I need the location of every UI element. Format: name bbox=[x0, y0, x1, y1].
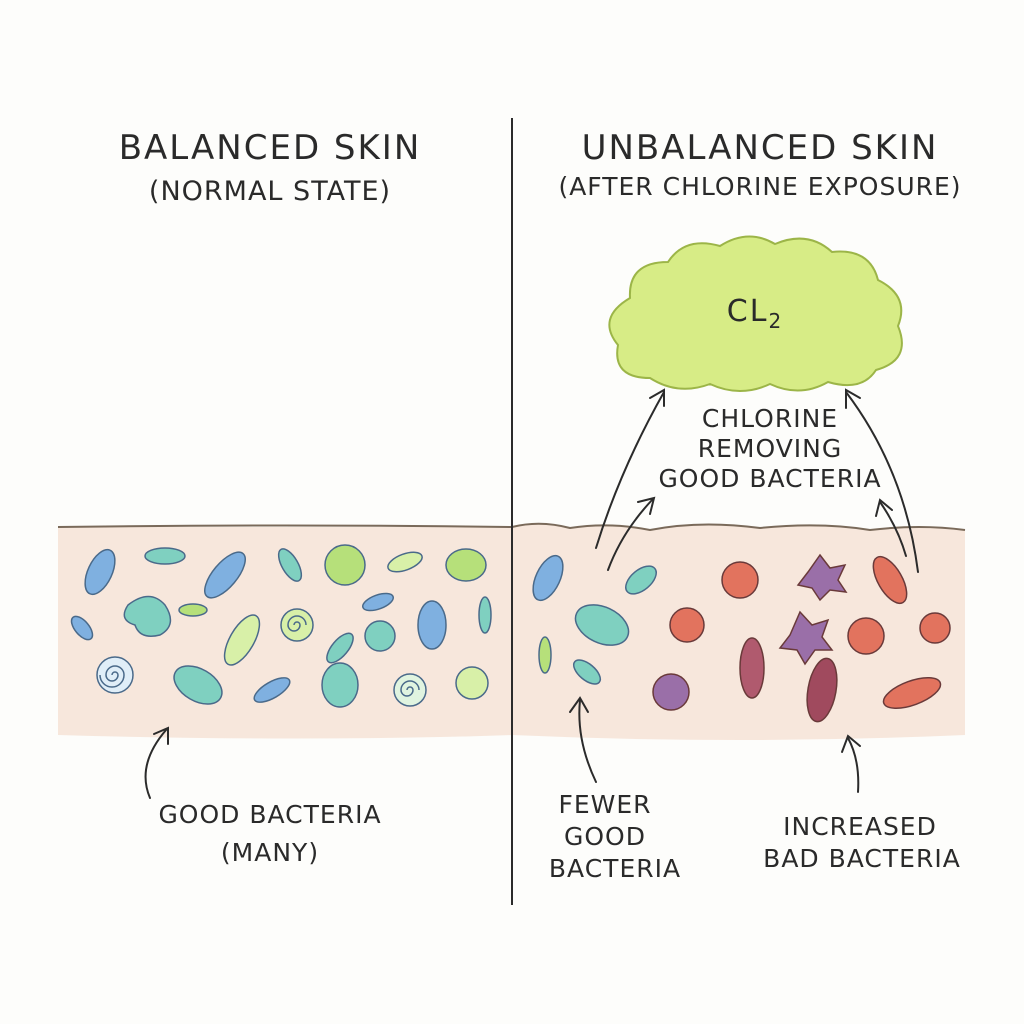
good-bacterium bbox=[96, 656, 134, 694]
fewer-good-label-line1: FEWER bbox=[558, 790, 652, 819]
good-bacterium bbox=[70, 615, 94, 641]
good-bacterium bbox=[625, 565, 657, 595]
good-bacterium bbox=[324, 544, 366, 586]
fewer-good-label-line3: BACTERIA bbox=[548, 854, 682, 883]
good-bacterium bbox=[387, 551, 423, 573]
good-bacteria-label-line1: GOOD BACTERIA bbox=[158, 800, 382, 829]
good-bacterium bbox=[455, 666, 489, 700]
bad-bacterium bbox=[806, 657, 838, 723]
bad-bacterium bbox=[669, 607, 705, 643]
good-bacterium bbox=[84, 548, 116, 596]
cloud-formula-subscript: 2 bbox=[768, 309, 784, 333]
bad-bacteria-label-line1: INCREASED bbox=[783, 812, 937, 841]
left-panel-title: BALANCED SKIN bbox=[118, 128, 422, 168]
arrow-up-left-short-head bbox=[637, 496, 656, 515]
good-bacterium bbox=[532, 554, 564, 602]
arrow-good-bacteria-head bbox=[153, 726, 169, 745]
bad-bacterium bbox=[778, 610, 834, 666]
good-bacterium bbox=[277, 548, 303, 582]
bad-bacteria-label-line2: BAD BACTERIA bbox=[763, 844, 961, 873]
good-bacteria-label-line2: (MANY) bbox=[220, 838, 320, 867]
good-bacterium bbox=[538, 636, 552, 674]
good-bacterium bbox=[280, 608, 314, 642]
arrow-up-right-short bbox=[879, 501, 907, 557]
arrow-up-right-long bbox=[845, 391, 919, 573]
left-panel-subtitle: (NORMAL STATE) bbox=[148, 176, 392, 207]
good-bacterium bbox=[572, 659, 602, 685]
arrow-fewer-good-head bbox=[569, 696, 589, 713]
right-panel-subtitle: (AFTER CHLORINE EXPOSURE) bbox=[558, 172, 962, 201]
good-bacterium bbox=[417, 600, 447, 650]
skin-surface-line-right bbox=[511, 522, 966, 532]
spiral-mark bbox=[400, 680, 420, 697]
chlorine-label-line3: GOOD BACTERIA bbox=[658, 464, 882, 493]
good-bacterium bbox=[144, 547, 186, 565]
good-bacterium bbox=[321, 662, 359, 708]
arrow-up-right-long-head bbox=[845, 388, 861, 409]
spiral-mark bbox=[99, 665, 125, 688]
bad-bacterium bbox=[919, 612, 951, 644]
good-bacterium bbox=[178, 603, 208, 617]
good-bacterium bbox=[204, 551, 246, 599]
skin-surface-line-left bbox=[57, 524, 513, 528]
bad-bacterium bbox=[721, 561, 759, 599]
bad-bacterium bbox=[652, 673, 690, 711]
cloud-formula: CL2 bbox=[700, 294, 810, 333]
bad-bacterium bbox=[847, 617, 885, 655]
good-bacterium bbox=[326, 632, 354, 664]
good-bacterium bbox=[364, 620, 396, 652]
arrow-up-left-long bbox=[595, 391, 665, 549]
good-bacterium bbox=[123, 595, 172, 637]
good-bacterium bbox=[445, 548, 487, 582]
arrow-up-right-short-head bbox=[875, 498, 893, 517]
bad-bacterium bbox=[872, 555, 908, 605]
arrow-fewer-good bbox=[578, 699, 597, 783]
good-bacterium bbox=[173, 665, 223, 705]
fewer-good-label-line2: GOOD bbox=[564, 822, 646, 851]
good-bacterium bbox=[393, 673, 427, 707]
chlorine-label-line2: REMOVING bbox=[697, 434, 843, 463]
bad-bacterium bbox=[796, 553, 848, 602]
good-bacterium bbox=[574, 604, 630, 646]
arrow-good-bacteria bbox=[144, 729, 167, 799]
spiral-mark bbox=[287, 615, 307, 632]
chlorine-cloud bbox=[608, 235, 903, 392]
good-bacterium bbox=[478, 596, 492, 634]
good-bacterium bbox=[253, 677, 291, 703]
arrow-up-left-long-head bbox=[649, 388, 665, 407]
skin-layer-right bbox=[512, 523, 965, 740]
chlorine-label-line1: CHLORINE bbox=[701, 404, 839, 433]
bad-bacterium bbox=[882, 677, 942, 709]
cloud-formula-main: CL bbox=[726, 294, 769, 329]
bad-bacterium bbox=[739, 637, 765, 699]
good-bacterium bbox=[223, 614, 261, 666]
good-bacterium bbox=[362, 592, 394, 612]
arrow-increased-bad bbox=[847, 737, 860, 793]
arrow-up-left-short bbox=[607, 499, 653, 571]
right-panel-title: UNBALANCED SKIN bbox=[581, 128, 939, 168]
arrow-increased-bad-head bbox=[841, 734, 861, 753]
